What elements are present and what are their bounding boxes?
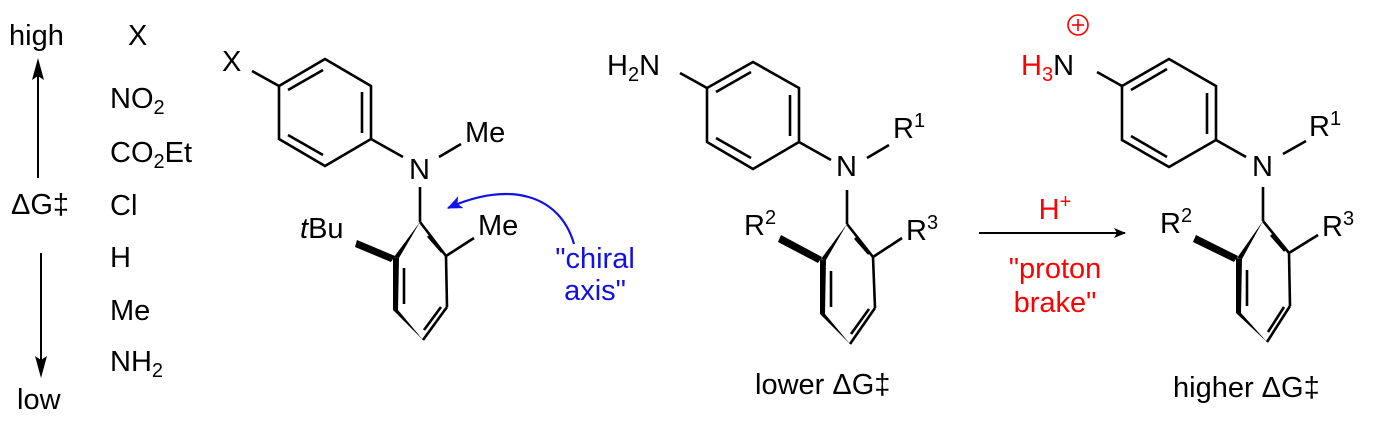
substituent-header: X: [128, 20, 148, 52]
substituent-item: Me: [110, 295, 151, 327]
substituent-item: NH2: [110, 346, 164, 382]
substituent-item: NO2: [110, 83, 165, 119]
scale-low-label: low: [17, 384, 61, 416]
chiral-axis-arrow-icon: [447, 192, 576, 245]
molecule3-wedges: [1193, 221, 1267, 342]
molecule1-me-label: Me: [478, 210, 519, 242]
substituent-item: H: [110, 242, 131, 274]
scale-axis-label: ΔG‡: [11, 189, 70, 221]
molecule2-wedges: [778, 224, 850, 344]
molecule1-n-label: N: [409, 154, 430, 186]
scale-up-arrow-icon: [32, 58, 44, 178]
chiral-axis-label-line1: "chiral: [555, 243, 635, 275]
chiral-axis-label-line2: axis": [564, 275, 626, 307]
molecule3-r2-label: R2: [1160, 205, 1193, 240]
proton-brake-label-line2: brake": [1013, 287, 1097, 319]
reagent-label: H+: [1038, 191, 1072, 226]
molecule1-wedges: [355, 222, 423, 340]
molecule3-caption: higher ΔG‡: [1173, 372, 1320, 404]
molecule1-nme-label: Me: [465, 117, 506, 149]
proton-brake-label-line1: "proton: [1008, 253, 1102, 285]
molecule2-amine-label: H2N: [607, 50, 661, 86]
substituent-item: Cl: [110, 190, 138, 222]
molecule2-caption: lower ΔG‡: [755, 369, 891, 401]
molecule2-r3-label: R3: [906, 212, 939, 247]
molecule2-structure: [679, 60, 903, 345]
substituent-item: CO2Et: [110, 137, 193, 173]
molecule2-r2-label: R2: [744, 207, 777, 242]
molecule1-tbu-label: tBu: [300, 213, 344, 245]
molecule3-structure: [1096, 57, 1319, 343]
scale-down-arrow-icon: [35, 253, 47, 378]
molecule2-r1-label: R1: [893, 110, 926, 145]
molecule1-x-label: X: [222, 46, 242, 78]
molecule3-r3-label: R3: [1322, 208, 1355, 243]
scale-high-label: high: [9, 20, 64, 52]
molecule3-r1-label: R1: [1309, 108, 1342, 143]
molecule3-ammonium-label: H3N: [1021, 50, 1075, 86]
molecule3-n-label: N: [1252, 151, 1273, 183]
positive-charge-icon: [1067, 14, 1089, 36]
molecule1-structure: [251, 57, 475, 341]
molecule2-n-label: N: [836, 151, 857, 183]
